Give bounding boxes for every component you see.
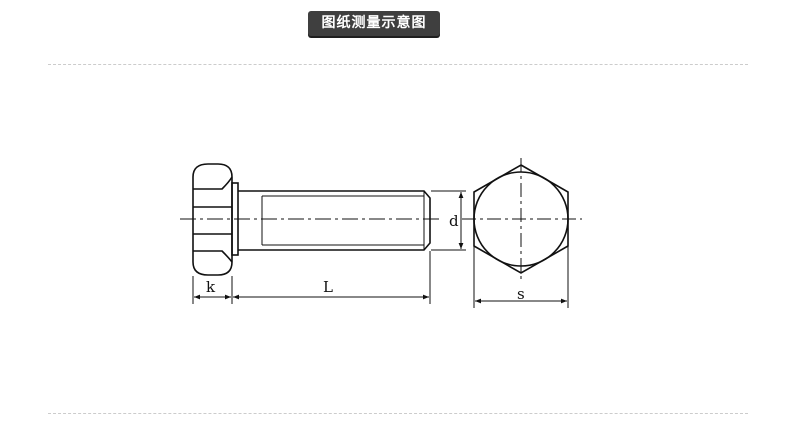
dim-label-L: L [323,278,333,296]
bolt-shank [238,190,431,251]
extension-lines [192,190,569,308]
bolt-side-view [192,163,431,276]
page-title-badge: 图纸测量示意图 [308,11,440,36]
dim-label-s: s [517,285,525,303]
bottom-divider [48,413,748,414]
dim-label-d: d [449,212,459,230]
head-facet-top [192,176,233,190]
page-title: 图纸测量示意图 [321,15,427,31]
head-facet-middle [193,206,232,235]
head-facet-bottom [193,250,233,263]
top-divider [48,64,748,65]
dim-label-k: k [206,278,216,296]
hex-outline [473,164,569,274]
